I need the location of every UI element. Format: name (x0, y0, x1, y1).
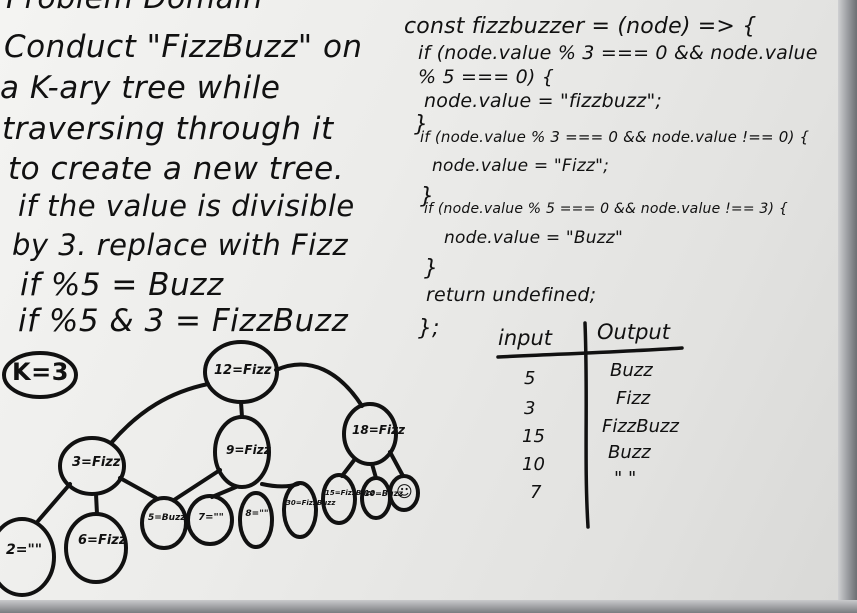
node-18-label: 18=Fizz (352, 423, 406, 437)
child-2-circle (186, 494, 234, 546)
problem-line-3: traversing through it (2, 111, 334, 147)
node-3-label: 3=Fizz (72, 455, 121, 470)
problem-title: Problem Domain (6, 0, 263, 14)
code-line-7: node.value = "Fizz"; (432, 156, 610, 176)
child-1-label: 5=Buzz (148, 513, 186, 523)
whiteboard-frame-bottom (0, 600, 857, 613)
node-2-label: 2="" (6, 542, 43, 558)
node-6-label: 6=Fizz (78, 533, 127, 548)
child-1-circle (140, 496, 188, 550)
io-header-input: input (498, 326, 553, 350)
code-line-8: } (420, 184, 434, 209)
edge-root-3 (110, 382, 210, 444)
problem-line-7: if %5 = Buzz (20, 267, 224, 303)
io-row-4-input: 10 (522, 454, 545, 475)
problem-line-5: if the value is divisible (18, 189, 355, 223)
child-7-label: ☺ (396, 482, 413, 501)
edge-9-c3 (260, 482, 300, 489)
edge-root-18 (274, 362, 364, 408)
edge-3-2 (36, 482, 72, 523)
child-6-label: 10=Buzz (364, 489, 403, 498)
io-row-2-input: 3 (524, 398, 536, 419)
child-4-circle (282, 481, 318, 539)
code-line-9: if (node.value % 5 === 0 && node.value !… (424, 201, 788, 217)
edge-3-6 (94, 492, 99, 516)
io-row-1-input: 5 (524, 368, 536, 389)
code-line-1: const fizzbuzzer = (node) => { (404, 14, 757, 39)
k-label-circle (2, 351, 78, 399)
code-line-13: }; (418, 316, 440, 341)
code-line-11: } (424, 256, 438, 281)
k-label: K=3 (12, 358, 69, 386)
code-line-6: if (node.value % 3 === 0 && node.value !… (420, 128, 810, 146)
node-3-circle (58, 436, 126, 496)
io-row-3-output: FizzBuzz (602, 416, 679, 437)
node-2-circle (0, 517, 56, 597)
io-row-2-output: Fizz (616, 388, 651, 409)
child-5-circle (321, 473, 357, 525)
problem-line-8: if %5 & 3 = FizzBuzz (18, 303, 349, 339)
whiteboard-frame-right (838, 0, 857, 613)
child-4-label: 30=FizzBuzz (286, 499, 336, 507)
problem-line-4: to create a new tree. (8, 151, 345, 187)
code-line-3: % 5 === 0) { (418, 66, 555, 88)
io-row-5-input: 7 (530, 482, 542, 503)
code-line-10: node.value = "Buzz" (444, 228, 624, 248)
problem-line-2: a K-ary tree while (0, 70, 281, 106)
table-header-rule (496, 346, 684, 359)
child-6-circle (360, 476, 392, 520)
edge-18-c5 (340, 457, 357, 478)
io-row-1-output: Buzz (610, 360, 653, 381)
problem-line-6: by 3. replace with Fizz (12, 228, 349, 262)
io-header-output: Output (597, 320, 670, 344)
edge-root-9 (239, 400, 244, 419)
edge-18-c7 (388, 450, 405, 478)
node-6-circle (64, 512, 128, 584)
child-3-circle (238, 491, 274, 549)
io-row-4-output: Buzz (608, 442, 651, 463)
code-line-2: if (node.value % 3 === 0 && node.value (418, 42, 818, 64)
code-line-4: node.value = "fizzbuzz"; (424, 90, 662, 112)
problem-line-1: Conduct "FizzBuzz" on (4, 29, 363, 65)
table-column-rule (583, 321, 590, 529)
edge-18-c6 (370, 462, 378, 480)
edge-9-c1 (172, 468, 222, 502)
code-line-5: } (414, 112, 428, 137)
child-3-label: 8="" (245, 509, 269, 519)
node-9-label: 9=Fizz (226, 443, 271, 457)
child-2-label: 7="" (198, 512, 224, 523)
edge-9-c2 (210, 485, 238, 499)
edge-3-x (118, 476, 158, 500)
code-line-12: return undefined; (426, 284, 597, 306)
io-row-5-output: " " (614, 468, 637, 489)
io-row-3-input: 15 (522, 426, 545, 447)
root-node-label: 12=Fizz (214, 363, 272, 378)
child-5-label: 15=FizzBuzz (325, 489, 375, 497)
